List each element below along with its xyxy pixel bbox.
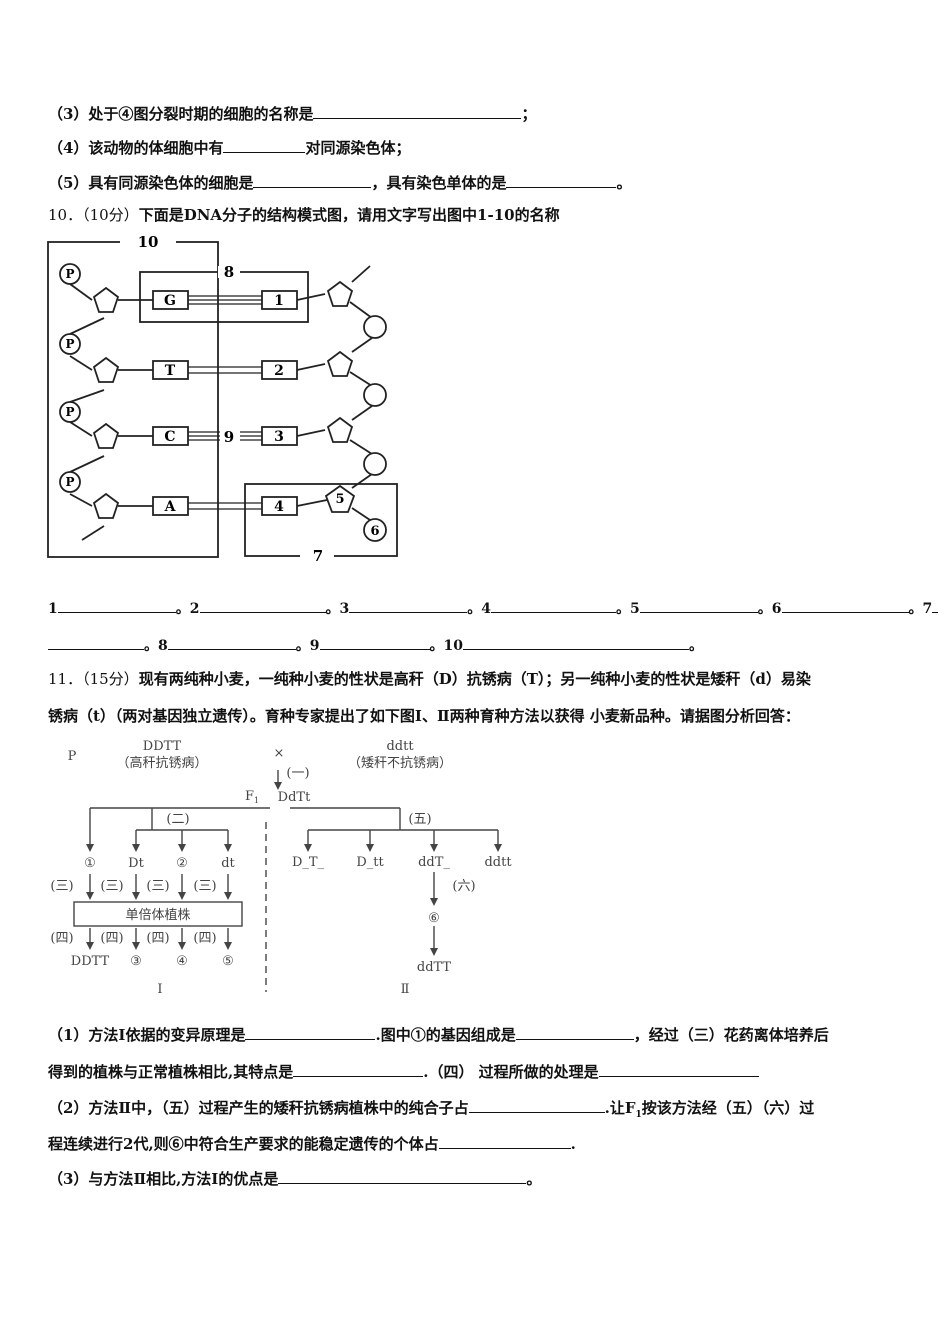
base-right-2: 2 [274,363,284,379]
f2-ddtt: ddtt [484,855,512,870]
result-4: ④ [176,954,188,969]
answer-blank[interactable] [223,137,306,153]
base-right-4: 4 [274,499,284,515]
base-left-a: A [164,499,177,515]
answer-blank[interactable] [462,634,689,650]
answer-blank[interactable] [167,634,296,650]
base-right-3: 3 [274,429,284,445]
label-p: P [68,749,77,764]
step-3-label: (三) [50,879,73,894]
parent1-trait: （高秆抗锈病） [116,755,207,771]
f2-d-tt: D_tt [356,855,384,870]
answer-blank[interactable] [491,597,616,613]
answer-blank[interactable] [278,1168,527,1184]
q10-stem: 10．（10分）下面是DNA分子的结构模式图，请用文字写出图中1-10的名称 [48,206,560,224]
answer-blank[interactable] [515,1024,634,1040]
parent2-trait: （矮秆不抗锈病） [348,756,452,771]
step-3-label: (三) [146,879,169,894]
q10-answers-row1: 1。2。3。4。5。6。7 [48,597,939,619]
step-5-label: (五) [408,812,431,827]
step-3-label: (三) [193,879,216,894]
result-3: ③ [130,954,142,969]
answer-blank[interactable] [313,103,522,119]
label-10: 10 [138,233,159,251]
answer-blank[interactable] [57,597,176,613]
answer-blank[interactable] [199,597,326,613]
base-right-1: 1 [274,293,284,309]
base-left-g: G [164,293,176,309]
q9-part5: （5）具有同源染色体的细胞是，具有染色单体的是。 [48,172,632,192]
base-left-c: C [164,429,175,445]
haploid-box-label: 单倍体植株 [125,908,190,923]
parent1-genotype: DDTT [143,740,182,754]
q11-stem-line1: 11．（15分）现有两纯种小麦，一纯种小麦的性状是高秆（D）抗锈病（T）；另一纯… [48,670,811,688]
answer-blank[interactable] [932,597,939,613]
result-ddtt-upper: DDTT [71,954,110,969]
step-3-label: (三) [100,879,123,894]
q10-answers-row2: 。8。9。10。 [48,634,703,656]
f2-dd-t: ddT_ [418,855,450,870]
result-ddTT: ddTT [417,960,452,975]
parent2-genotype: ddtt [386,740,414,754]
step-4-label: (四) [100,931,123,946]
answer-blank[interactable] [349,597,468,613]
answer-blank[interactable] [598,1061,759,1077]
dna-structure-diagram: 10 8 7 [47,233,398,565]
step-1-label: (一) [286,766,309,781]
q11-sub3: （3）与方法Ⅱ相比,方法Ⅰ的优点是。 [48,1168,542,1188]
method-2-label: Ⅱ [401,982,410,997]
f1-genotype: DdTt [278,790,311,805]
answer-blank[interactable] [639,597,758,613]
gamete-dt-upper: Dt [128,856,144,871]
answer-blank[interactable] [506,172,617,188]
q11-sub2-line2: 程连续进行2代,则⑥中符合生产要求的能稳定遗传的个体占. [48,1133,576,1153]
gamete-dt-lower: dt [221,856,235,871]
step-2-label: (二) [166,812,189,827]
answer-blank[interactable] [245,1024,376,1040]
f2-d-t: D_T_ [292,855,325,870]
answer-blank[interactable] [438,1133,571,1149]
q9-part4: （4）该动物的体细胞中有对同源染色体； [48,137,411,157]
method-1-label: Ⅰ [157,982,162,997]
step-4-label: (四) [50,931,73,946]
answer-blank[interactable] [253,172,372,188]
f1-label: F1 [245,789,259,805]
label-9: 9 [224,428,234,446]
label-7: 7 [313,547,323,565]
q11-sub1-line2: 得到的植株与正常植株相比,其特点是.（四） 过程所做的处理是 [48,1061,759,1082]
label-5: 5 [335,492,344,507]
q11-stem-line2: 锈病（t）（两对基因独立遗传）。育种专家提出了如下图Ⅰ、Ⅱ两种育种方法以获得 小… [48,707,800,725]
q9-part3: （3）处于④图分裂时期的细胞的名称是； [48,103,537,123]
phosphate-label: P [65,405,74,419]
cross-symbol: × [274,746,285,761]
step-4-label: (四) [146,931,169,946]
step-6-label: (六) [452,879,475,894]
answer-blank[interactable] [48,634,144,650]
q11-sub2-line1: （2）方法Ⅱ中，（五）过程产生的矮秆抗锈病植株中的纯合子占.让F1按该方法经（五… [48,1097,815,1120]
label-6: 6 [370,524,379,539]
result-5: ⑤ [222,954,234,969]
label-6-circled: ⑥ [428,911,440,926]
breeding-methods-diagram: P DDTT （高秆抗锈病） × ddtt （矮秆不抗锈病） (一) F1 Dd… [50,740,512,997]
step-4-label: (四) [193,931,216,946]
phosphate-label: P [65,475,74,489]
gamete-2: ② [176,856,188,871]
q11-sub1-line1: （1）方法Ⅰ依据的变异原理是.图中①的基因组成是，经过（三）花药离体培养后 [48,1024,829,1044]
answer-blank[interactable] [293,1061,424,1077]
phosphate-label: P [65,267,74,281]
phosphate-label: P [65,337,74,351]
answer-blank[interactable] [319,634,430,650]
gamete-1: ① [84,856,96,871]
answer-blank[interactable] [468,1097,605,1113]
base-left-t: T [165,363,176,379]
label-8: 8 [224,263,234,281]
answer-blank[interactable] [781,597,909,613]
